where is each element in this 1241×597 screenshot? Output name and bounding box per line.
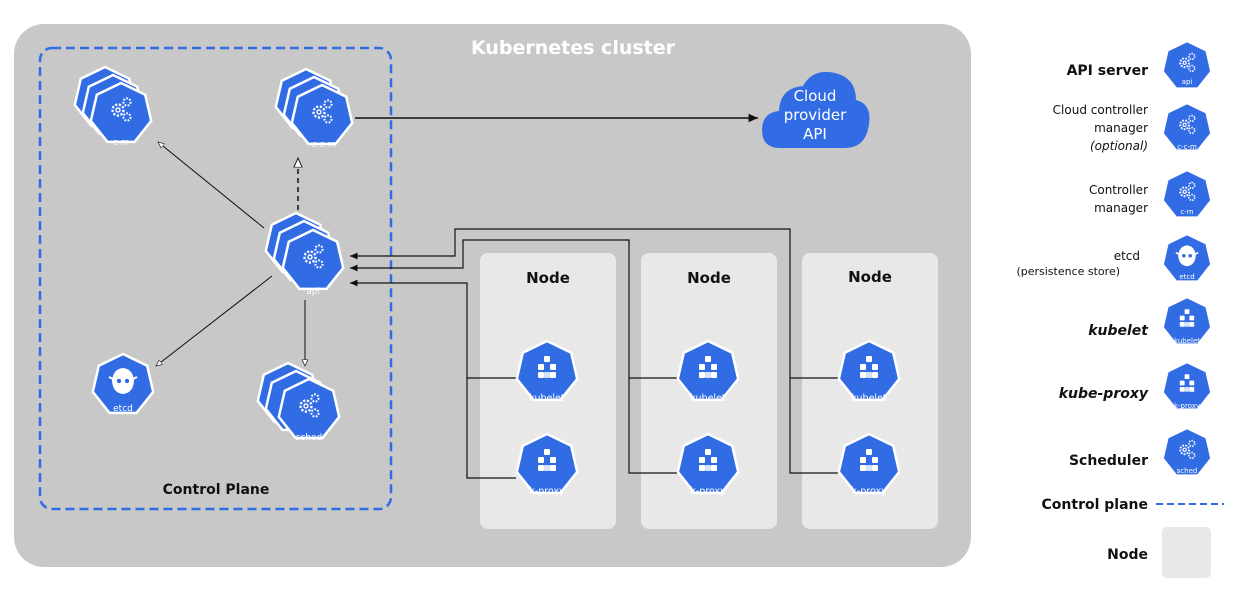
legend-cm-line2: manager	[1094, 201, 1148, 215]
controller-manager-badge: c-m	[73, 65, 153, 148]
legend-ccm-line3: (optional)	[1090, 139, 1148, 153]
legend-cm-line1: Controller	[1089, 183, 1148, 197]
node-title-3: Node	[848, 268, 892, 286]
legend-node-swatch	[1162, 527, 1211, 578]
ccm-badge-label: c-c-m	[312, 140, 336, 150]
scheduler-badge: sched	[256, 361, 341, 443]
kproxy-badge-label: k-proxy	[690, 486, 726, 497]
legend-kubelet: kubelet	[1088, 323, 1149, 339]
legend-kube-proxy: kube-proxy	[1059, 386, 1149, 402]
cloud-controller-manager-badge: c-c-m	[274, 67, 354, 150]
kubelet-badge-label: kubelet	[690, 393, 726, 404]
cloud-icon	[762, 71, 870, 148]
node-3-kubelet-badge: kubelet	[837, 339, 901, 404]
etcd-badge: etcd	[91, 352, 155, 415]
control-plane-box	[38, 46, 393, 511]
control-plane-title: Control Plane	[163, 482, 270, 498]
node-2-kproxy-badge: k-proxy	[676, 432, 740, 497]
legend-ccm-line2: manager	[1094, 121, 1148, 135]
api-to-etcd-arrow	[156, 275, 273, 366]
cloud-label-line3: API	[803, 125, 827, 143]
legend-scheduler: Scheduler	[1069, 453, 1148, 469]
kproxy-badge-label: k-proxy	[529, 486, 565, 497]
node-1-kubelet-badge: kubelet	[515, 339, 579, 404]
legend-control-plane: Control plane	[1042, 497, 1148, 513]
legend-etcd-line1: etcd	[1114, 249, 1140, 263]
legend-api-badge-label: api	[1182, 78, 1193, 86]
legend-ccm-line1: Cloud controller	[1053, 103, 1148, 117]
api-server-badge: api	[264, 211, 345, 297]
cloud-provider-api: Cloud provider API	[762, 71, 870, 148]
node-title-1: Node	[526, 269, 570, 287]
legend: API server api Cloud controller manager …	[1016, 40, 1224, 578]
sched-badge-label: sched	[296, 433, 323, 443]
legend-cm-badge-label: c-m	[1180, 208, 1193, 216]
legend-etcd-badge-label: etcd	[1179, 273, 1194, 281]
node-to-api-connectors	[350, 228, 838, 479]
legend-node: Node	[1107, 547, 1148, 563]
node-3-kproxy-badge: k-proxy	[837, 432, 901, 497]
kproxy-badge-label: k-proxy	[851, 486, 887, 497]
cloud-label-line2: provider	[784, 106, 847, 124]
cm-badge-label: c-m	[113, 138, 129, 148]
cloud-label-line1: Cloud	[794, 87, 837, 105]
node-2-kubelet-badge: kubelet	[676, 339, 740, 404]
legend-sched-badge-label: sched	[1177, 467, 1198, 475]
kubelet-badge-label: kubelet	[529, 393, 565, 404]
legend-api-server: API server	[1067, 63, 1149, 79]
node-title-2: Node	[687, 269, 731, 287]
cluster-title: Kubernetes cluster	[471, 37, 676, 59]
legend-etcd-line2: (persistence store)	[1016, 265, 1120, 278]
node-1-kproxy-badge: k-proxy	[515, 432, 579, 497]
legend-kproxy-badge-label: k-proxy	[1174, 402, 1200, 410]
etcd-badge-label: etcd	[113, 404, 133, 414]
legend-kubelet-badge-label: kubelet	[1174, 337, 1200, 345]
legend-ccm-badge-label: c-c-m	[1177, 143, 1197, 151]
kubelet-badge-label: kubelet	[851, 393, 887, 404]
api-badge-label: api	[307, 287, 320, 297]
api-to-cm-arrow	[158, 142, 265, 229]
